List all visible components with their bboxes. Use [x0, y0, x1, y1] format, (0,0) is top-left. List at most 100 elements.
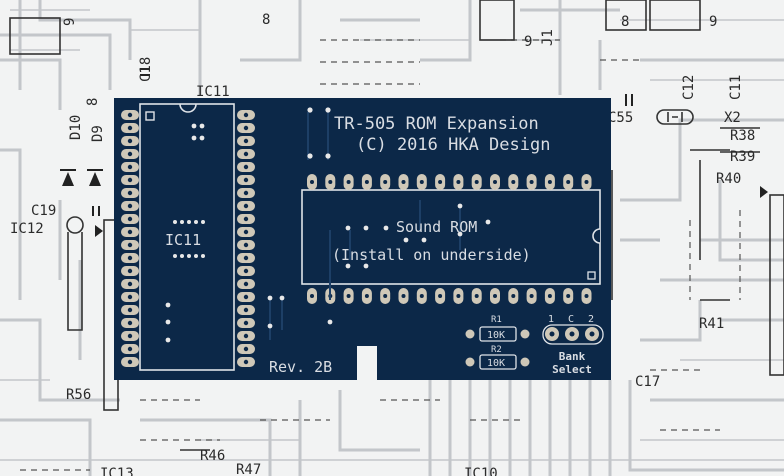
label-c19: C19 [31, 203, 56, 219]
pad-hole [243, 164, 249, 170]
pad-hole [127, 125, 133, 131]
label-nine-top: 9 [524, 34, 532, 50]
label-r47: R47 [236, 462, 261, 476]
label-r38: R38 [730, 128, 755, 144]
label-nine-left: 9 [62, 18, 78, 26]
resistor-r1: R1 10K [465, 315, 530, 342]
ic11-silk-label: IC11 [165, 231, 201, 249]
pad-hole [127, 203, 133, 209]
pad-hole [364, 180, 369, 184]
pad-hole [243, 125, 249, 131]
revision-label: Rev. 2B [269, 358, 332, 376]
label-ic10: IC10 [464, 466, 498, 476]
rom-top-pads [307, 174, 592, 190]
label-c17: C17 [635, 374, 660, 390]
pad-hole [419, 180, 424, 184]
pad-hole [547, 180, 552, 184]
bank-select-jumper: 1 C 2 Bank Select [542, 314, 604, 376]
label-d10: D10 [68, 115, 84, 140]
pad-hole [127, 346, 133, 352]
rom-bottom-pads [307, 288, 592, 304]
label-c18: C18 [138, 57, 154, 82]
pad-hole [346, 180, 351, 184]
pad-hole [243, 190, 249, 196]
pad-hole [566, 294, 571, 298]
pad-hole [243, 281, 249, 287]
jumper-pin-2-label: 2 [588, 314, 594, 325]
pad-hole [438, 180, 443, 184]
label-nine-right: 9 [709, 14, 717, 30]
pad-hole [493, 294, 497, 298]
pad-hole [401, 294, 406, 298]
pad-hole [243, 307, 249, 313]
pad-hole [243, 203, 249, 209]
pad-hole [346, 294, 351, 298]
pad-hole [474, 294, 479, 298]
pad-hole [243, 138, 249, 144]
board-traces [269, 110, 461, 340]
jumper-pin-1-label: 1 [548, 314, 554, 325]
label-ic11-under: IC11 [196, 84, 230, 100]
pad-hole [127, 359, 133, 365]
pad-hole [127, 294, 133, 300]
bank-label: Bank [559, 350, 586, 363]
pad-hole [243, 255, 249, 261]
pad-hole [127, 112, 133, 118]
pad-hole [127, 151, 133, 157]
label-r39: R39 [730, 149, 755, 165]
r2-value: 10K [487, 358, 505, 369]
label-x2: X2 [724, 110, 741, 126]
motherboard-labels: C18 IC11 D10 D9 9 8 C19 IC12 R56 R46 R47… [10, 12, 755, 476]
board-title-line1: TR-505 ROM Expansion [334, 114, 539, 134]
pad-hole [310, 180, 314, 184]
pad-hole [127, 320, 133, 326]
pad-hole [127, 164, 133, 170]
label-j1: J1 [540, 29, 556, 46]
pad-hole [243, 229, 249, 235]
pad-hole [328, 180, 333, 184]
pad-hole [511, 180, 516, 184]
pad-hole [584, 294, 589, 298]
pad-hole [456, 180, 461, 184]
pad-hole [127, 307, 133, 313]
pad-hole [243, 216, 249, 222]
pad-hole [127, 333, 133, 339]
pad-hole [566, 180, 571, 184]
label-d9: D9 [90, 125, 106, 142]
pad-hole [243, 333, 249, 339]
label-r40: R40 [716, 171, 741, 187]
select-label: Select [552, 363, 592, 376]
pad-hole [474, 180, 479, 184]
label-c11: C11 [728, 75, 744, 100]
pad-hole [529, 180, 534, 184]
pad-hole [383, 180, 388, 184]
board-vias [165, 107, 491, 343]
board-title-line2: (C) 2016 HKA Design [356, 135, 550, 155]
ic11-left-pads [121, 110, 139, 367]
expansion-board: R1 10K R2 10K 1 C 2 Bank Select TR-505 R… [114, 98, 611, 380]
label-c12: C12 [681, 75, 697, 100]
pad-hole [529, 294, 534, 298]
pad-hole [383, 294, 388, 298]
pad-hole [127, 216, 133, 222]
pad-hole [127, 190, 133, 196]
pad-hole [127, 242, 133, 248]
pad-hole [127, 229, 133, 235]
pad-hole [401, 180, 406, 184]
pad-hole [127, 177, 133, 183]
ic11-right-pads [237, 110, 255, 367]
label-r56: R56 [66, 387, 91, 403]
pad-hole [243, 177, 249, 183]
pad-hole [127, 281, 133, 287]
pad-hole [438, 294, 443, 298]
pad-hole [243, 294, 249, 300]
pad-hole [243, 242, 249, 248]
label-ic12: IC12 [10, 221, 44, 237]
pad-hole [243, 320, 249, 326]
ic11-socket [139, 103, 235, 371]
rom-label: Sound ROM [396, 218, 477, 236]
pad-hole [243, 359, 249, 365]
pad-hole [243, 346, 249, 352]
